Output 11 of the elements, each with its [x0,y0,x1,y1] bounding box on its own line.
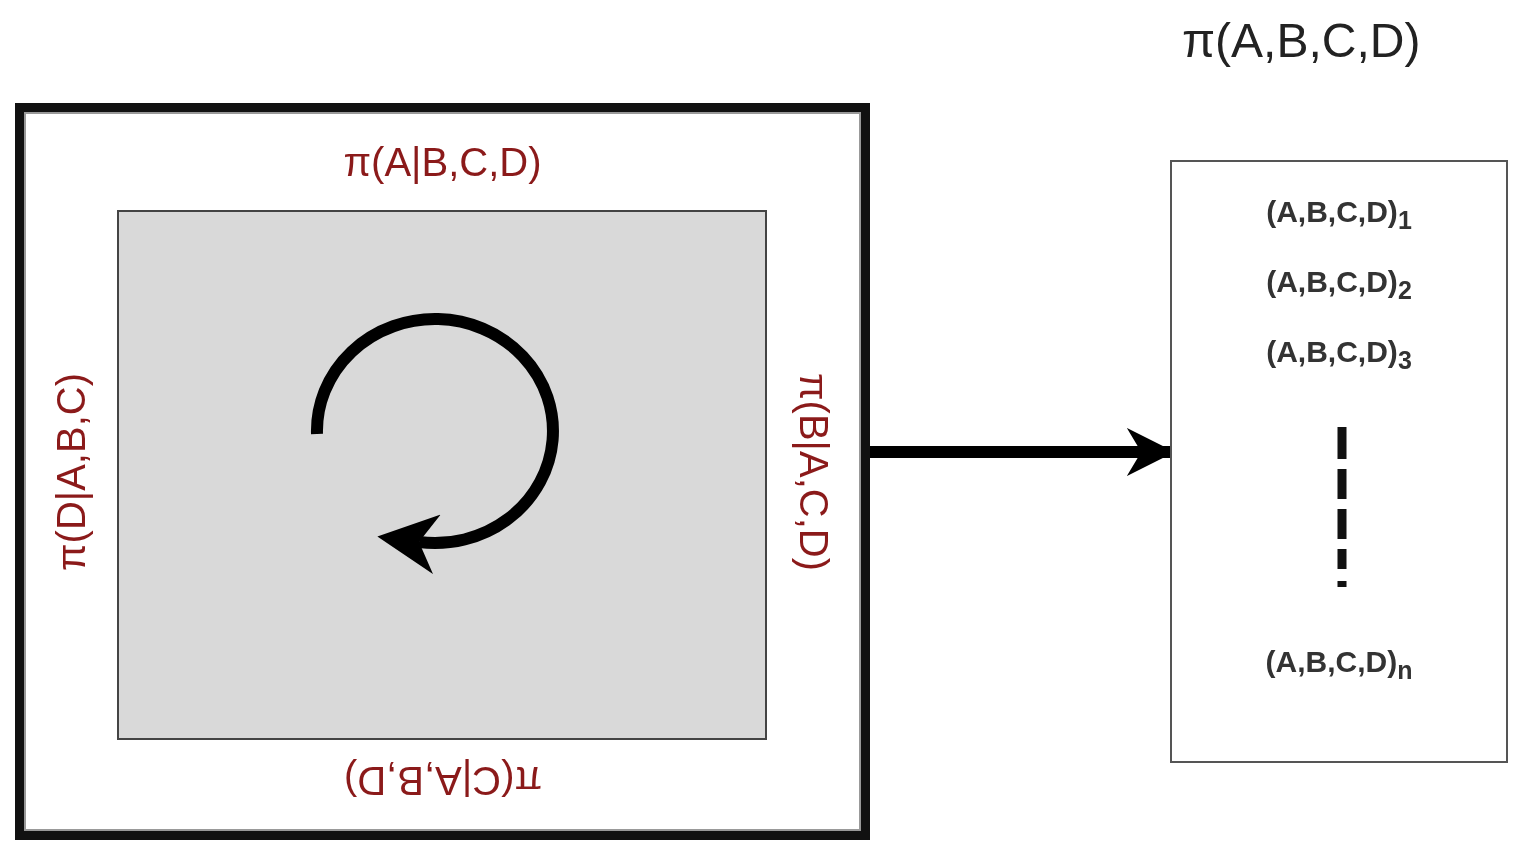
conditional-label: π(B|A,C,D) [794,371,834,573]
sample-label: (A,B,C,D)$_{1}$ [1265,197,1413,233]
conditional-label: π(C|A,B,D) [343,761,542,801]
inner-panel [117,210,767,740]
outer-frame [15,103,870,840]
sample-label: (A,B,C,D)$_{n}$ [1264,647,1414,683]
conditional-label: π(A|B,C,D) [343,142,542,182]
conditional-label: π(D|A,B,C) [51,371,91,573]
sample-label: (A,B,C,D)$_{3}$ [1265,337,1413,373]
sample-label: (A,B,C,D)$_{2}$ [1265,267,1413,303]
distribution-heading: π(A,B,C,D) [1182,17,1421,65]
